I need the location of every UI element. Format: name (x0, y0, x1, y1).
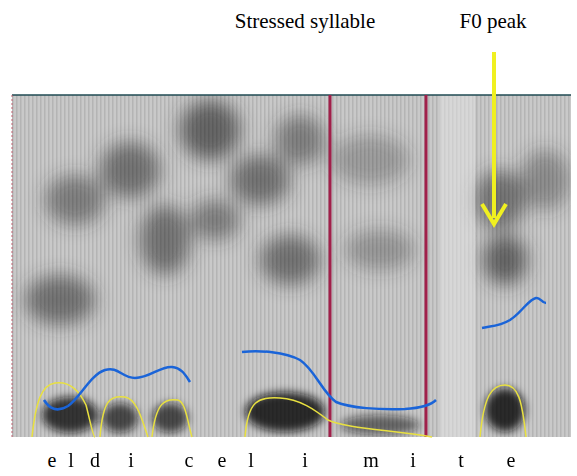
spectrogram-image (12, 95, 571, 437)
phoneme-label: i (128, 450, 134, 470)
phoneme-label: m (363, 450, 379, 470)
left-border (12, 95, 13, 437)
phoneme-label: e (507, 450, 516, 470)
syllable-boundary (425, 95, 428, 437)
phoneme-label: e (48, 450, 57, 470)
phoneme-label: t (458, 450, 464, 470)
phoneme-label: l (248, 450, 254, 470)
intensity-contour (32, 383, 526, 437)
phoneme-label: c (185, 450, 194, 470)
syllable-boundary (329, 95, 332, 437)
phoneme-label: e (218, 450, 227, 470)
peak-arrow (482, 52, 506, 224)
f0-contour (44, 298, 546, 409)
phoneme-label: i (302, 450, 308, 470)
phoneme-label: d (90, 450, 100, 470)
top-border (12, 94, 571, 96)
annotation-label: Stressed syllable (235, 11, 376, 32)
annotation-label: F0 peak (459, 11, 526, 32)
phoneme-label: l (68, 450, 74, 470)
phoneme-label: i (410, 450, 416, 470)
